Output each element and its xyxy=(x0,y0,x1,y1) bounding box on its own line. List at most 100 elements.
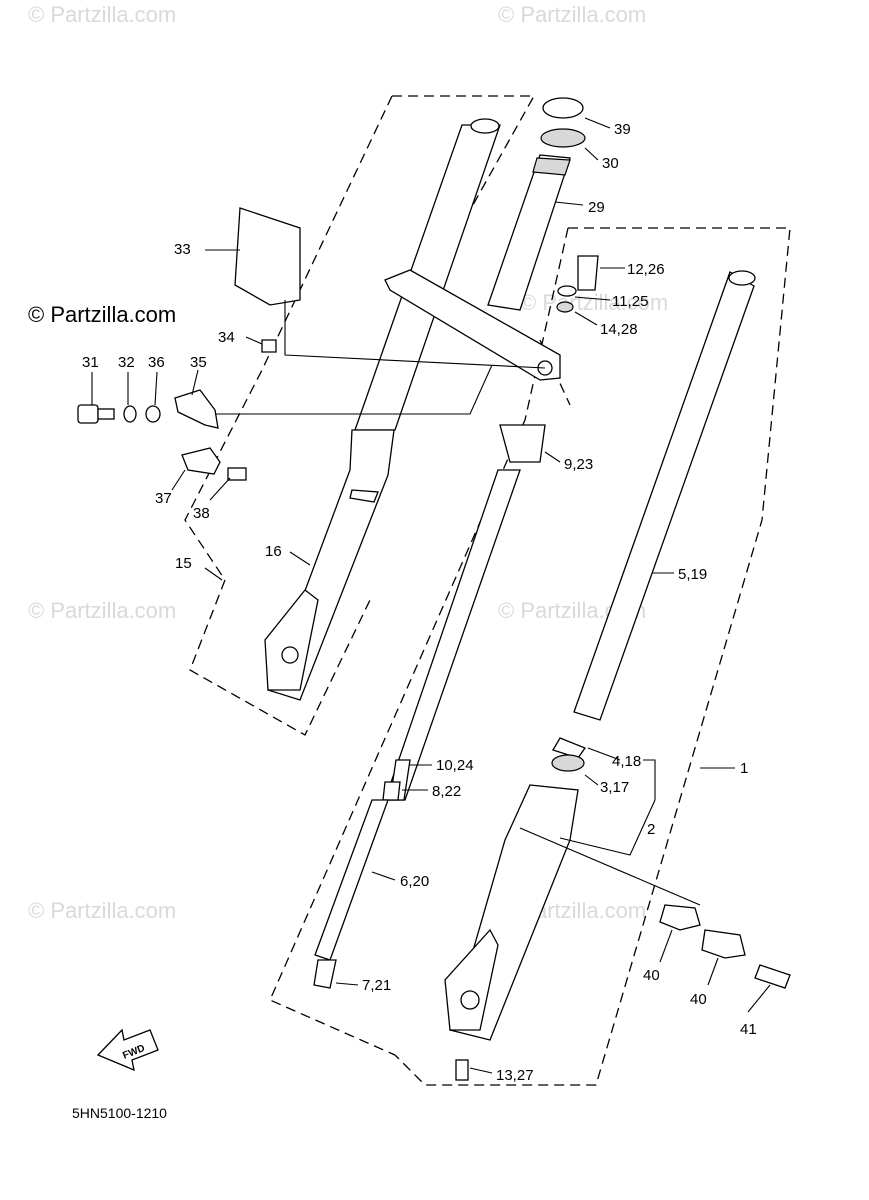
stem-thread xyxy=(532,157,571,176)
leader-line xyxy=(554,201,584,206)
right-axle-hole xyxy=(460,990,480,1010)
part-40-clamp xyxy=(701,929,746,959)
part-30-bearing xyxy=(540,128,586,148)
bracket-2 xyxy=(643,759,656,800)
bracket-2 xyxy=(559,799,656,856)
part-8-ring xyxy=(382,781,401,801)
part-35-bracket xyxy=(174,389,219,429)
callout-12-26: 12,26 xyxy=(627,261,665,278)
part-39-bearing-cover xyxy=(542,97,584,119)
callout-37: 37 xyxy=(155,490,172,507)
watermark: © Partzilla.com xyxy=(28,898,176,923)
callout-5-19: 5,19 xyxy=(678,566,707,583)
hose-guide-plate xyxy=(234,207,301,306)
callout-14-28: 14,28 xyxy=(600,321,638,338)
leader-line xyxy=(659,929,673,963)
part-38-bolt xyxy=(227,467,247,481)
callout-15: 15 xyxy=(175,555,192,572)
part-31-bolt-shank xyxy=(97,408,115,420)
part-13-bolt xyxy=(455,1059,469,1081)
watermark: © Partzilla.com xyxy=(28,2,176,27)
leader-line xyxy=(215,364,493,415)
leader-line xyxy=(284,300,546,369)
part-9-dust-seal xyxy=(499,424,546,463)
callout-35: 35 xyxy=(190,354,207,371)
left-assembly-outline xyxy=(392,95,536,238)
part-41-bolt xyxy=(754,964,791,989)
left-fork-leg xyxy=(264,118,501,701)
leader-line xyxy=(245,336,263,345)
leader-line xyxy=(584,774,599,786)
part-34-bolt xyxy=(261,339,277,353)
left-inner-tube xyxy=(354,124,501,431)
callout-31: 31 xyxy=(82,354,99,371)
leader-line xyxy=(574,311,598,326)
leader-line xyxy=(209,477,231,501)
callout-39: 39 xyxy=(614,121,631,138)
part-6-damper-rod xyxy=(314,799,389,961)
callout-2: 2 xyxy=(647,821,655,838)
callout-30: 30 xyxy=(602,155,619,172)
callout-41: 41 xyxy=(740,1021,757,1038)
callout-11-25: 11,25 xyxy=(612,293,648,310)
leader-line xyxy=(204,567,223,581)
leader-line xyxy=(544,451,561,463)
part-damper-rod-spring xyxy=(384,469,521,801)
left-tube-cap xyxy=(470,118,500,134)
part-32-washer xyxy=(123,405,137,423)
watermark: © Partzilla.com xyxy=(498,2,646,27)
right-fork-parts xyxy=(313,255,791,1081)
part-3-oil-seal xyxy=(551,754,585,772)
part-40-clamp xyxy=(659,904,701,931)
callout-40-left: 40 xyxy=(643,967,660,984)
steering-stem xyxy=(487,154,571,311)
left-brake-boss xyxy=(349,489,379,503)
callout-10-24: 10,24 xyxy=(436,757,474,774)
under-bracket xyxy=(384,269,561,381)
callout-16: 16 xyxy=(265,543,282,560)
leader-line xyxy=(469,1067,493,1074)
left-assembly-outline xyxy=(184,95,393,736)
bracket-lines xyxy=(559,759,656,856)
part-11-oring xyxy=(557,285,577,297)
part-31-bolt-head xyxy=(77,404,99,424)
watermark-dark: © Partzilla.com xyxy=(28,302,176,327)
leader-line xyxy=(584,147,599,161)
leader-line xyxy=(289,551,311,566)
leader-line xyxy=(747,984,771,1013)
callout-labels: 39 30 29 33 12,26 11,25 14,28 34 31 32 3… xyxy=(82,121,757,1084)
leader-line xyxy=(171,469,186,491)
part-7-spring xyxy=(313,959,337,989)
leader-line xyxy=(707,957,719,986)
hose-guide-33 xyxy=(234,207,546,369)
leader-line xyxy=(191,369,199,396)
fwd-arrow-icon xyxy=(96,1028,159,1072)
steering-stem-assembly xyxy=(384,97,586,381)
part-37-clamp xyxy=(181,447,221,475)
fwd-arrow: FWD xyxy=(96,1028,159,1072)
callout-29: 29 xyxy=(588,199,605,216)
callout-13-27: 13,27 xyxy=(496,1067,534,1084)
right-axle-holder xyxy=(444,928,499,1031)
left-axle-hole xyxy=(281,646,299,664)
callout-4-18: 4,18 xyxy=(612,753,641,770)
diagram-code: 5HN5100-1210 xyxy=(72,1105,167,1121)
right-assembly-outline xyxy=(269,227,569,1056)
right-assembly-outline xyxy=(394,227,791,1086)
part-5-fork-tube xyxy=(573,271,755,721)
callout-3-17: 3,17 xyxy=(600,779,629,796)
leader-line xyxy=(519,827,701,906)
callout-34: 34 xyxy=(218,329,235,346)
callout-36: 36 xyxy=(148,354,165,371)
part-36-washer xyxy=(145,405,161,423)
callout-1: 1 xyxy=(740,760,748,777)
left-axle-holder xyxy=(264,589,319,691)
callout-40-right: 40 xyxy=(690,991,707,1008)
part-12-cap-bolt xyxy=(577,255,599,291)
watermark: © Partzilla.com xyxy=(28,598,176,623)
part-14-washer xyxy=(556,301,574,313)
callout-7-21: 7,21 xyxy=(362,977,391,994)
leader-line xyxy=(574,296,611,301)
leader-line xyxy=(371,871,396,881)
